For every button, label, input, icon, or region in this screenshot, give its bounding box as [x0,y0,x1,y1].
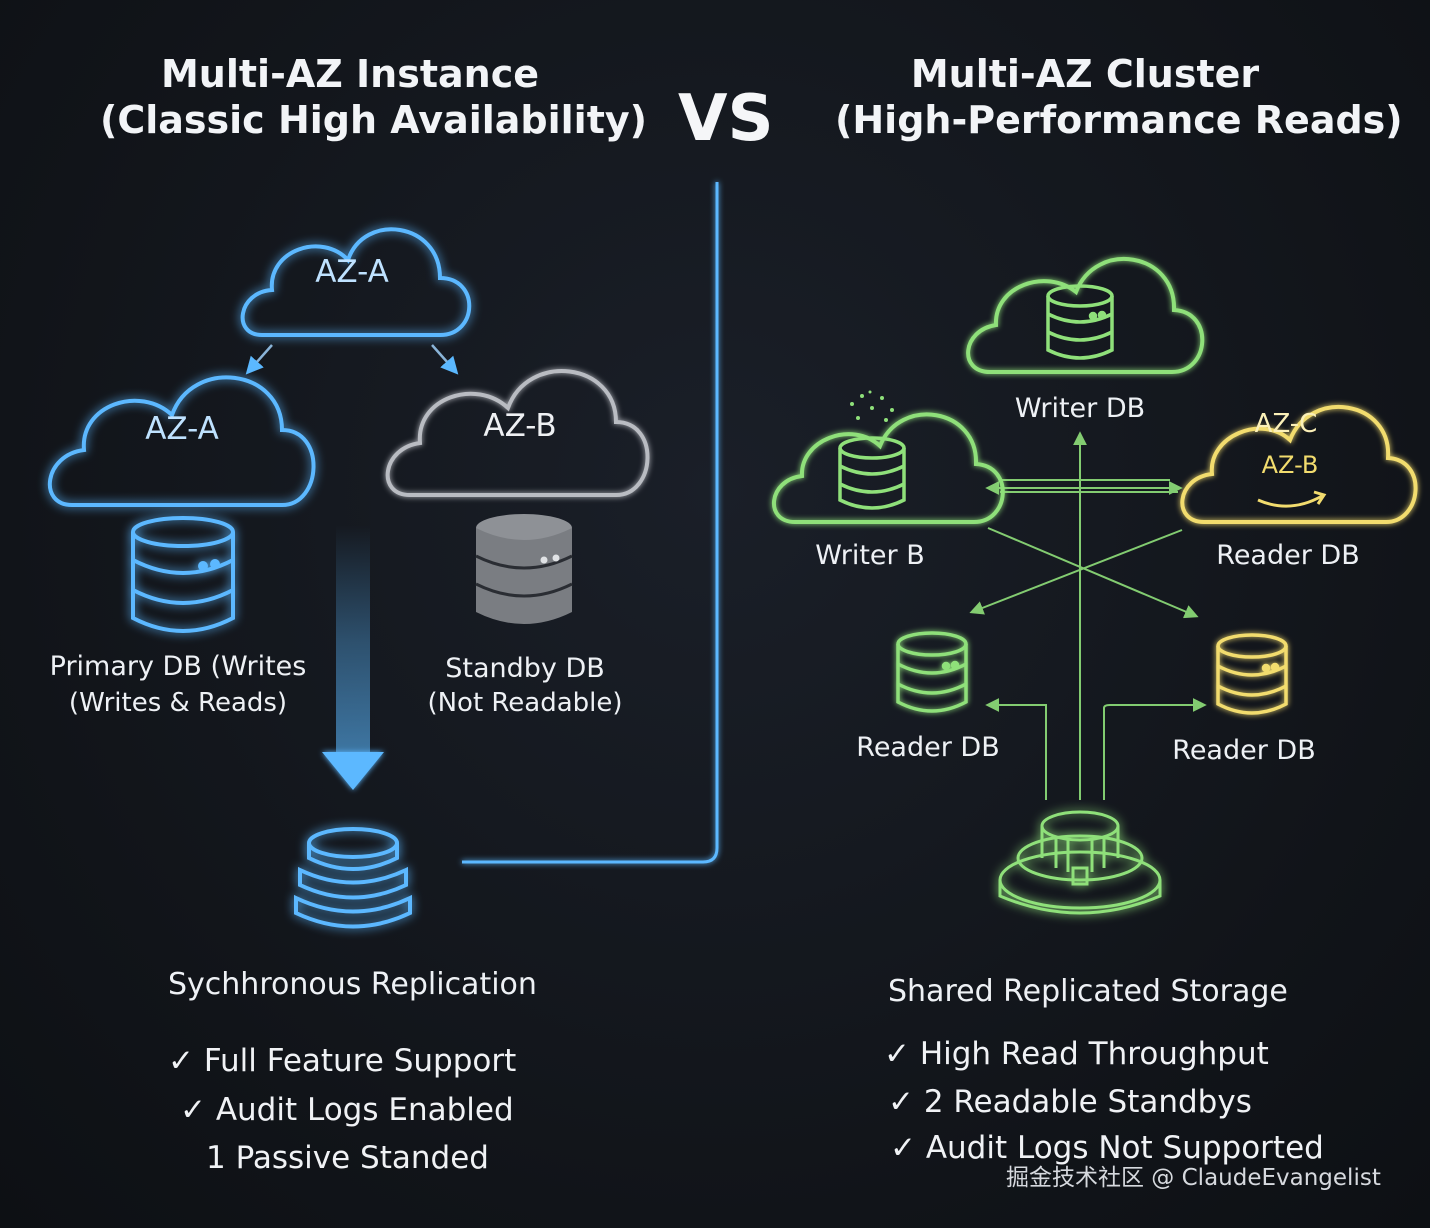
arrow-to-az-a [245,344,273,375]
cloud-writer-b-shape [771,412,1005,524]
left-title-line1: Multi-AZ Instance [160,52,539,96]
replication-storage-icon [294,827,412,929]
reader-db-left-icon [896,631,968,713]
writer-b-label: Writer B [815,540,925,571]
left-feature-2: ✓ Audit Logs Enabled [180,1092,514,1128]
primary-db-icon [131,516,235,633]
writer-b-db-icon [838,436,906,510]
reader-db-bottom-right-label: Reader DB [1172,735,1316,766]
primary-db-label-line2: (Writes & Reads) [68,688,288,718]
reader-db-left-label: Reader DB [856,732,1000,763]
replication-beam [336,525,370,760]
cloud-right-az-b-shape [385,369,650,497]
amazon-smile-icon [1257,494,1323,508]
writer-db-icon [1046,284,1114,360]
sparkle-particles [850,390,894,422]
left-feature-1: ✓ Full Feature Support [168,1043,517,1079]
cloud-top-az-a-shape [240,227,472,337]
right-feature-3: ✓ Audit Logs Not Supported [890,1130,1324,1166]
right-feature-1: ✓ High Read Throughput [884,1036,1269,1072]
cloud-az-b-label: AZ-B [1261,451,1319,479]
cloud-writer-db-shape [966,256,1205,374]
shared-storage-icon [998,810,1162,915]
primary-db-label-line1: Primary DB (Writes [49,651,307,682]
replication-arrow-head [322,752,384,790]
cloud-left-az-a-shape [47,375,316,507]
cloud-left-label: AZ-A [145,411,219,447]
left-title-line2: (Classic High Availability) [100,98,647,142]
divider-line [462,182,719,864]
cloud-az-c-shape [1180,405,1418,524]
right-title-line2: (High-Performance Reads) [835,98,1403,142]
amazon-smile-arrow [1313,490,1327,505]
left-section-label: Sychhronous Replication [168,967,537,1002]
arrow-to-az-b [431,344,459,375]
reader-db-right-label: Reader DB [1216,540,1360,571]
writer-db-label: Writer DB [1014,393,1146,424]
reader-db-right-icon [1216,633,1288,715]
standby-db-icon [475,514,573,624]
cloud-right-label: AZ-B [483,408,557,444]
watermark: 掘金技术社区 @ ClaudeEvangelist [1006,1165,1381,1191]
right-section-label: Shared Replicated Storage [888,974,1288,1009]
cloud-az-c-label: AZ-C [1254,409,1318,439]
cluster-arrows [969,431,1207,800]
standby-db-label-line1: Standby DB [445,653,605,684]
vs-label: VS [678,82,774,156]
right-feature-2: ✓ 2 Readable Standbys [888,1084,1252,1120]
right-title-line1: Multi-AZ Cluster [910,52,1260,96]
left-feature-3: 1 Passive Standed [206,1140,489,1176]
cloud-top-label: AZ-A [315,254,389,290]
standby-db-label-line2: (Not Readable) [427,688,623,718]
